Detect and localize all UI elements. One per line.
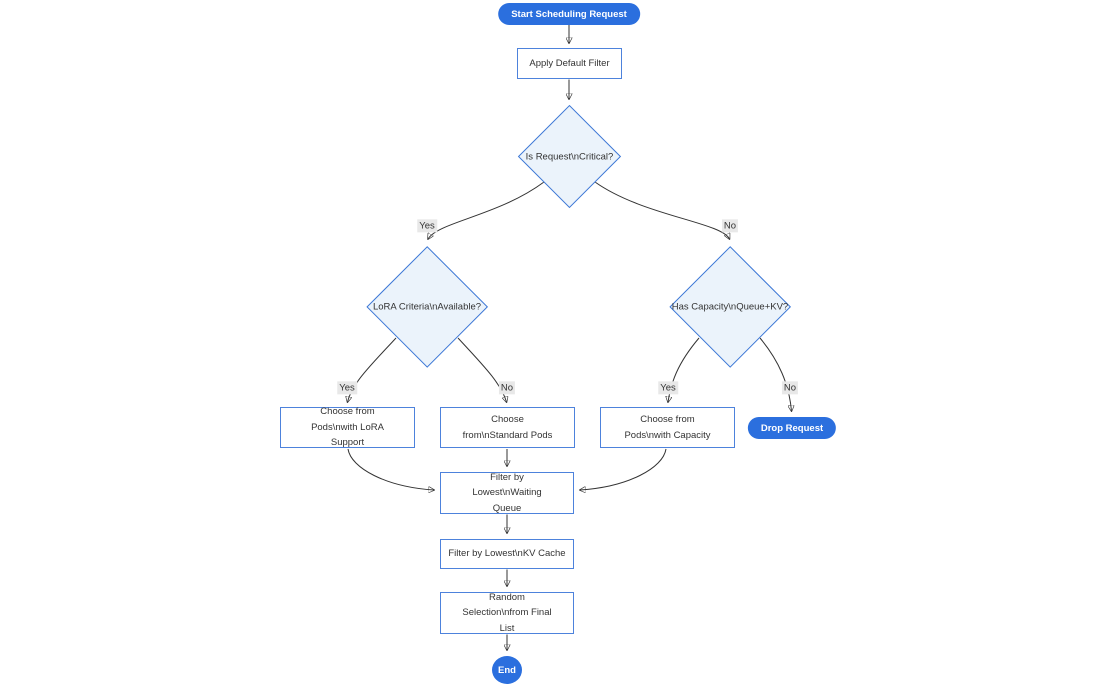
node-choose-pods-capacity-label: Choose from Pods\nwith Capacity	[624, 413, 711, 441]
node-has-capacity-queue-kv: Has Capacity\nQueue+KV?	[668, 245, 792, 369]
edge-label-capacity-yes: Yes	[658, 381, 678, 395]
node-filter-waiting-queue-label: Filter by Lowest\nWaiting Queue	[472, 471, 542, 514]
node-has-capacity-queue-kv-label: Has Capacity\nQueue+KV?	[671, 301, 789, 313]
node-filter-kv-cache-label: Filter by Lowest\nKV Cache	[448, 548, 566, 560]
edge-critical-yes-to-lora	[428, 181, 545, 239]
node-drop-request: Drop Request	[747, 417, 837, 439]
node-choose-pods-capacity: Choose from Pods\nwith Capacity	[600, 407, 735, 448]
edge-label-critical-no: No	[721, 219, 739, 233]
edge-label-lora-no: No	[498, 381, 516, 395]
edge-label-capacity-no: No	[781, 381, 799, 395]
edge-capacity-no-to-drop	[759, 337, 792, 411]
node-start-label: Start Scheduling Request	[511, 8, 627, 20]
node-apply-default-filter: Apply Default Filter	[517, 48, 622, 79]
node-apply-default-filter-label: Apply Default Filter	[529, 57, 610, 69]
node-end-label: End	[498, 664, 516, 676]
edge-chooselora-to-filterqueue	[347, 448, 434, 490]
edge-label-lora-yes: Yes	[337, 381, 357, 395]
edge-critical-no-to-capacity	[594, 181, 730, 239]
edge-capacity-yes-to-choosecap	[668, 337, 700, 402]
node-choose-pods-lora: Choose from Pods\nwith LoRA Support	[280, 406, 415, 449]
node-choose-pods-lora-label: Choose from Pods\nwith LoRA Support	[311, 406, 384, 449]
node-drop-request-label: Drop Request	[760, 422, 824, 434]
node-is-request-critical: Is Request\nCritical?	[517, 104, 622, 209]
edge-label-critical-yes: Yes	[417, 219, 437, 233]
node-filter-waiting-queue: Filter by Lowest\nWaiting Queue	[440, 472, 574, 514]
node-choose-standard-pods: Choose from\nStandard Pods	[440, 407, 575, 448]
node-lora-criteria-available: LoRA Criteria\nAvailable?	[365, 245, 489, 369]
node-is-request-critical-label: Is Request\nCritical?	[525, 151, 614, 162]
edge-lora-yes-to-chooselora	[348, 337, 397, 402]
node-choose-standard-pods-label: Choose from\nStandard Pods	[462, 413, 553, 441]
node-random-selection-label: Random Selection\nfrom Final List	[462, 591, 552, 634]
node-random-selection: Random Selection\nfrom Final List	[440, 592, 574, 634]
node-lora-criteria-available-label: LoRA Criteria\nAvailable?	[372, 301, 482, 313]
node-filter-kv-cache: Filter by Lowest\nKV Cache	[440, 539, 574, 569]
node-start: Start Scheduling Request	[498, 3, 640, 25]
edge-lora-no-to-choosestd	[457, 337, 507, 402]
node-end: End	[492, 656, 522, 684]
edge-choosecap-to-filterqueue	[580, 448, 667, 490]
